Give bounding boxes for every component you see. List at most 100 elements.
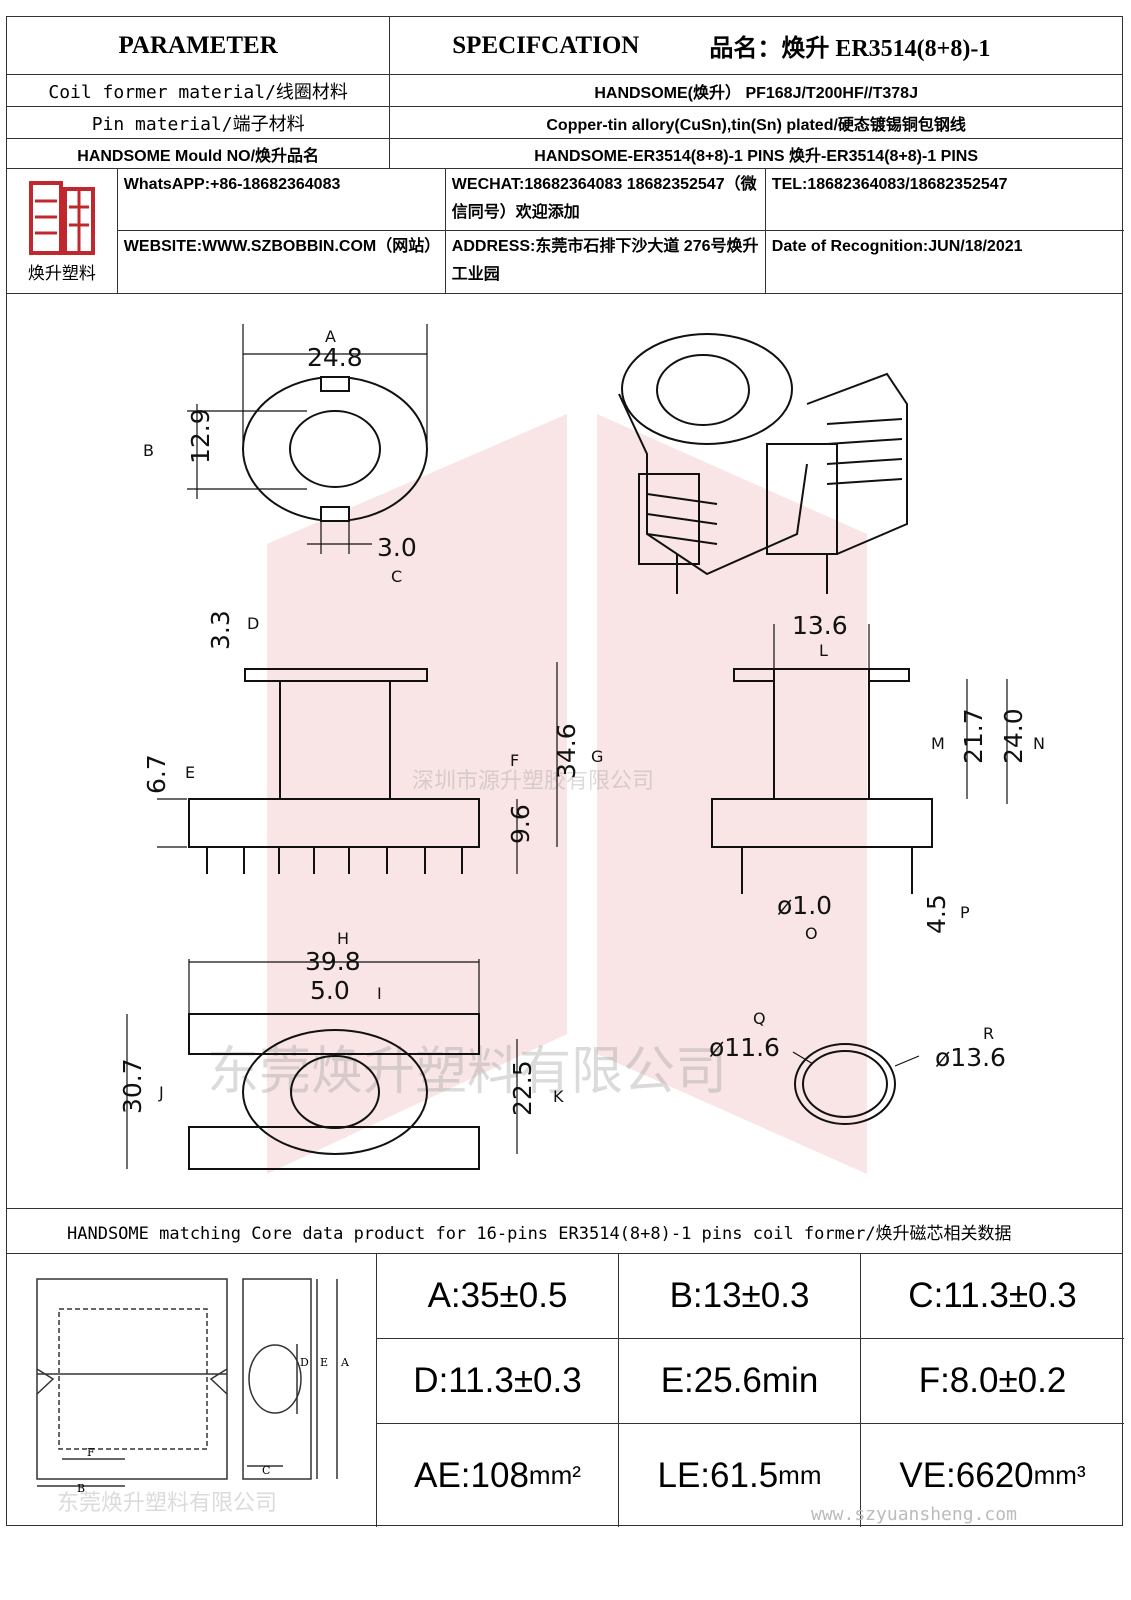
view-bottom (126, 959, 518, 1170)
address: ADDRESS:东莞市石排下沙大道 276号焕升工业园 (446, 231, 766, 294)
specification-heading: SPECIFCATION (452, 31, 640, 59)
core-param-F: F:8.0±0.2 (861, 1339, 1124, 1424)
param-label: Pin material/端子材料 (7, 107, 391, 138)
tel: TEL:18682364083/18682352547 (765, 169, 1124, 231)
core-param-B: B:13±0.3 (619, 1254, 861, 1339)
logo: 焕升塑料 (7, 169, 118, 293)
dim-E-value: 6.7 (142, 754, 171, 794)
parameter-heading: PARAMETER (7, 17, 391, 74)
core-param-unit: mm² (528, 1460, 581, 1490)
dim-K-letter: K (553, 1087, 564, 1106)
core-params-grid: A:35±0.5 B:13±0.3 C:11.3±0.3 D:11.3±0.3 … (377, 1254, 1124, 1527)
param-row-mould: HANDSOME Mould NO/焕升品名 HANDSOME-ER3514(8… (7, 139, 1122, 169)
product-name: 品名：焕升 ER3514(8+8)-1 (709, 36, 991, 62)
core-label-F: F (87, 1446, 95, 1459)
dim-D-value: 3.3 (206, 610, 235, 650)
core-param-text: E:25.6min (660, 1361, 819, 1400)
dim-R-value: ø13.6 (935, 1043, 1006, 1072)
view-front (157, 662, 558, 874)
core-param-text: VE:6620 (899, 1455, 1034, 1495)
core-param-text: A:35±0.5 (427, 1276, 568, 1315)
dim-B-letter: B (143, 441, 154, 460)
contact-block: 焕升塑料 WhatsAPP:+86-18682364083 WECHAT:186… (7, 169, 1124, 294)
dim-O-letter: O (805, 924, 818, 943)
dim-G-letter: G (591, 747, 603, 766)
param-row-pin: Pin material/端子材料 Copper-tin allory(CuSn… (7, 107, 1122, 139)
watermark-logo (267, 414, 867, 1174)
view-side (711, 624, 1008, 894)
watermark-big: 东莞焕升塑料有限公司 (207, 1042, 727, 1102)
dim-G-value: 34.6 (552, 723, 581, 779)
dim-H-letter: H (337, 929, 349, 948)
core-param-unit: mm (778, 1460, 822, 1490)
core-label-A: A (340, 1356, 350, 1369)
contact-grid: WhatsAPP:+86-18682364083 WECHAT:18682364… (117, 169, 1124, 294)
core-label-C: C (262, 1464, 270, 1477)
core-param-A: A:35±0.5 (377, 1254, 619, 1339)
view-isometric (618, 333, 908, 594)
param-value: Copper-tin allory(CuSn),tin(Sn) plated/硬… (546, 116, 966, 134)
dim-I-letter: I (377, 984, 382, 1003)
param-value: HANDSOME-ER3514(8+8)-1 PINS 焕升-ER3514(8+… (534, 147, 979, 165)
dim-A-value: 24.8 (307, 343, 363, 372)
spec-sheet: PARAMETER SPECIFCATION 品名：焕升 ER3514(8+8)… (6, 16, 1124, 1527)
recognition-date: Date of Recognition:JUN/18/2021 (771, 238, 1023, 255)
drawing-svg: 深圳市源升塑胶有限公司 东莞焕升塑料有限公司 24.8 A 12.9 B (118, 324, 1045, 1174)
dim-N-value: 24.0 (999, 708, 1028, 764)
core-param-unit: mm³ (1033, 1460, 1086, 1490)
core-param-D: D:11.3±0.3 (377, 1339, 619, 1424)
dim-O-value: ø1.0 (777, 891, 832, 920)
param-label: HANDSOME Mould NO/焕升品名 (7, 139, 391, 168)
core-label-B: B (77, 1482, 85, 1495)
website: WEBSITE:WWW.SZBOBBIN.COM（网站） (118, 231, 446, 294)
dim-J-value: 30.7 (118, 1058, 147, 1114)
core-param-C: C:11.3±0.3 (861, 1254, 1124, 1339)
dim-F-value: 9.6 (506, 804, 535, 844)
core-param-text: AE:108 (414, 1455, 529, 1495)
core-param-text: C:11.3±0.3 (908, 1276, 1077, 1315)
dim-N-letter: N (1033, 734, 1045, 753)
dim-F-letter: F (510, 751, 519, 770)
view-wire-section (792, 1043, 920, 1125)
dim-Q-value: ø11.6 (709, 1033, 780, 1062)
param-value: HANDSOME(焕升） PF168J/T200HF//T378J (594, 84, 918, 102)
core-data-area: F B C D E A 东莞焕升塑料有限公司 A:35±0.5 B:13±0.3… (7, 1254, 1124, 1527)
logo-text: 焕升塑料 (27, 263, 96, 284)
dim-D-letter: D (247, 614, 259, 633)
dim-P-letter: P (960, 903, 970, 922)
dim-P-value: 4.5 (922, 894, 951, 934)
core-param-E: E:25.6min (619, 1339, 861, 1424)
core-figure: F B C D E A 东莞焕升塑料有限公司 (7, 1254, 377, 1527)
core-data-header: HANDSOME matching Core data product for … (7, 1209, 1122, 1254)
dim-H-value: 39.8 (305, 947, 361, 976)
whatsapp: WhatsAPP:+86-18682364083 (117, 169, 446, 231)
dim-Q-letter: Q (753, 1009, 766, 1028)
dim-M-value: 21.7 (959, 708, 988, 764)
param-label: Coil former material/线圈材料 (7, 75, 391, 106)
core-drawing-svg: F B C D E A 东莞焕升塑料有限公司 (36, 1278, 350, 1516)
dim-C-letter: C (391, 567, 402, 586)
dim-A-letter: A (325, 327, 336, 346)
spec-heading-cell: SPECIFCATION 品名：焕升 ER3514(8+8)-1 (390, 17, 1122, 74)
technical-drawing: 深圳市源升塑胶有限公司 东莞焕升塑料有限公司 24.8 A 12.9 B (7, 294, 1122, 1209)
core-label-E: E (320, 1356, 328, 1369)
wechat: WECHAT:18682364083 18682352547（微信同号）欢迎添加 (445, 169, 766, 231)
core-label-D: D (300, 1356, 309, 1369)
view-top (187, 324, 428, 554)
watermark-mid: 深圳市源升塑胶有限公司 (412, 769, 654, 794)
dim-I-value: 5.0 (310, 976, 350, 1005)
dim-B-value: 12.9 (186, 408, 215, 464)
param-row-coil: Coil former material/线圈材料 HANDSOME(焕升） P… (7, 75, 1122, 107)
dim-R-letter: R (983, 1024, 994, 1043)
core-param-text: B:13±0.3 (669, 1276, 810, 1315)
header-row: PARAMETER SPECIFCATION 品名：焕升 ER3514(8+8)… (7, 17, 1122, 75)
dim-C-value: 3.0 (377, 533, 417, 562)
logo-mark-icon (28, 180, 95, 255)
dim-L-letter: L (819, 641, 828, 660)
dim-J-letter: J (158, 1083, 164, 1102)
dim-E-letter: E (185, 763, 195, 782)
watermark-small: 东莞焕升塑料有限公司 (57, 1491, 277, 1516)
